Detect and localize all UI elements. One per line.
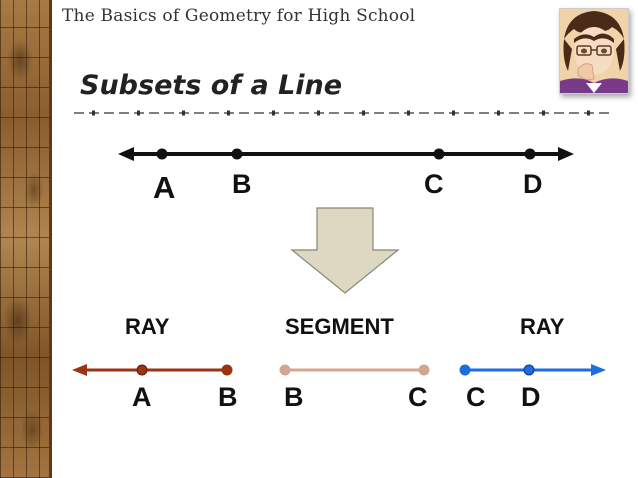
ray-caption-right: RAY [520, 314, 565, 339]
anime-character-avatar-icon [560, 9, 628, 93]
label-b: B [232, 169, 252, 199]
ray-cd-point-c [459, 364, 471, 376]
ray-ab-label-b: B [218, 382, 238, 412]
segment-bc [279, 364, 430, 376]
segment-point-b [279, 364, 291, 376]
segment-point-c [418, 364, 430, 376]
ray-ab-point-b [221, 364, 233, 376]
ray-cd-point-d [523, 364, 535, 376]
label-c: C [424, 169, 444, 199]
ray-ab-label-a: A [132, 382, 152, 412]
segment-label-c: C [408, 382, 428, 412]
ray-ab-arrowhead-icon [72, 364, 87, 376]
ray-ab-point-a [136, 364, 148, 376]
point-b [231, 148, 243, 160]
ray-cd [459, 364, 606, 376]
left-arrowhead-icon [118, 147, 134, 161]
full-line [118, 147, 574, 161]
segment-label-b: B [284, 382, 304, 412]
right-arrowhead-icon [558, 147, 574, 161]
page-title: Subsets of a Line [80, 70, 343, 101]
label-a: A [153, 170, 176, 205]
ray-ab [72, 364, 233, 376]
presentation-title: The Basics of Geometry for High School [62, 6, 416, 26]
ray-caption-left: RAY [125, 314, 170, 339]
down-arrow-icon [290, 207, 400, 294]
dashed-divider [74, 110, 614, 116]
ray-cd-label-d: D [521, 382, 541, 412]
point-a [156, 148, 168, 160]
point-d [524, 148, 536, 160]
avatar [559, 8, 629, 94]
label-d: D [523, 169, 543, 199]
point-c [433, 148, 445, 160]
ray-cd-label-c: C [466, 382, 486, 412]
ray-cd-arrowhead-icon [591, 364, 606, 376]
wood-parquet-border [0, 0, 52, 478]
segment-caption: SEGMENT [285, 314, 394, 339]
